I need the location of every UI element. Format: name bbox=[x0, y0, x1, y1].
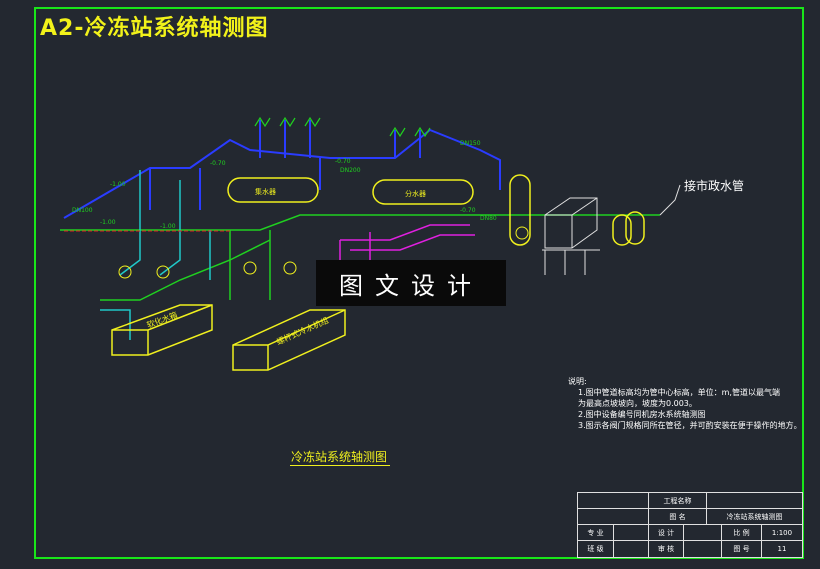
note-line: 3.图示各阀门规格同所在管径，并可酌安装在便于操作的地方。 bbox=[578, 421, 802, 430]
title-block: 工程名称 图 名 冷冻站系统轴测图 专 业 设 计 比 例 1:100 班 级 … bbox=[577, 492, 803, 558]
treatment-box-top bbox=[545, 197, 598, 216]
tb-design-label: 设 计 bbox=[648, 525, 683, 540]
softened-water-box bbox=[111, 304, 213, 356]
tb-sheet-value: 11 bbox=[761, 541, 802, 557]
drawing-name-underline bbox=[290, 465, 390, 466]
pumps bbox=[118, 226, 529, 279]
filter-tank-a bbox=[612, 214, 632, 246]
pump-3 bbox=[243, 261, 257, 275]
tb-row-drawing: 图 名 冷冻站系统轴测图 bbox=[578, 509, 802, 525]
pump-box-left-label: 软化水箱 bbox=[145, 310, 178, 330]
treatment-box bbox=[544, 197, 598, 249]
distributor-tank bbox=[372, 179, 474, 205]
tanks bbox=[227, 174, 645, 246]
note-line: 2.图中设备编号同机房水系统轴测图 bbox=[578, 410, 706, 419]
pump-4 bbox=[283, 261, 297, 275]
tb-row-project: 工程名称 bbox=[578, 493, 802, 509]
note-line: 为最高点坡坡向，坡度为0.003。 bbox=[578, 399, 697, 408]
tb-scale-label: 比 例 bbox=[721, 525, 761, 540]
tb-sheet-label: 图 号 bbox=[721, 541, 761, 557]
tb-project-value bbox=[706, 493, 802, 508]
elevation-label: DN80 bbox=[480, 215, 497, 222]
tb-review-value bbox=[683, 541, 721, 557]
pipe-cyan-a bbox=[119, 170, 141, 276]
vent-cap-b bbox=[279, 116, 296, 128]
elevation-label: -1.00 bbox=[100, 219, 116, 226]
municipal-connection bbox=[659, 184, 681, 216]
pump-2 bbox=[156, 265, 170, 279]
pump-5 bbox=[515, 226, 529, 240]
notes-heading: 说明: bbox=[568, 377, 587, 386]
collector-tank bbox=[227, 177, 319, 203]
tb-project-label: 工程名称 bbox=[648, 493, 706, 508]
return-pipes bbox=[60, 214, 660, 301]
left-tank-label: 集水器 bbox=[255, 187, 276, 196]
drawing-title: A2-冷冻站系统轴测图 bbox=[40, 16, 269, 41]
tb-scale-value: 1:100 bbox=[761, 525, 802, 540]
pipe-magenta-a bbox=[340, 224, 470, 241]
tb-drawing-value: 冷冻站系统轴测图 bbox=[706, 509, 802, 524]
elevation-label: -1.00 bbox=[110, 181, 126, 188]
drawing-name: 冷冻站系统轴测图 bbox=[291, 450, 388, 464]
treatment-unit bbox=[542, 197, 600, 275]
vent-cap-e bbox=[414, 126, 431, 138]
elevation-label: DN200 bbox=[340, 167, 361, 174]
tb-major-value bbox=[613, 525, 648, 540]
pump-1 bbox=[118, 265, 132, 279]
tb-grade-value bbox=[613, 541, 648, 557]
pipe-cyan-b bbox=[159, 180, 181, 276]
supply-pipes bbox=[63, 120, 501, 219]
note-line: 1.图中管道标高均为管中心标高，单位：m,管道以最气端 bbox=[578, 388, 780, 397]
watermark-banner: 图文设计 bbox=[316, 260, 506, 306]
elevation-label: DN150 bbox=[460, 140, 481, 147]
drawing-border bbox=[34, 7, 804, 559]
tb-design-value bbox=[683, 525, 721, 540]
tb-review-label: 审 核 bbox=[648, 541, 683, 557]
tb-grade-label: 班 级 bbox=[587, 545, 604, 553]
tb-row-grade: 班 级 审 核 图 号 11 bbox=[578, 541, 802, 557]
elevation-label: -0.70 bbox=[460, 207, 476, 214]
elevation-label: DN100 bbox=[72, 207, 93, 214]
filter-tank-b bbox=[625, 211, 645, 245]
right-tank-label: 分水器 bbox=[405, 189, 426, 198]
pipe-pump-header bbox=[100, 239, 271, 301]
equipment-boxes bbox=[111, 304, 346, 371]
tb-drawing-label: 图 名 bbox=[648, 509, 706, 524]
vent-cap-c bbox=[304, 116, 321, 128]
elevation-label: -0.70 bbox=[210, 160, 226, 167]
tb-major-label: 专 业 bbox=[587, 528, 604, 537]
tb-row-major: 专 业 设 计 比 例 1:100 bbox=[578, 525, 802, 541]
chiller-box bbox=[232, 309, 346, 371]
elevation-label: -0.70 bbox=[335, 158, 351, 165]
vent-caps bbox=[254, 116, 431, 138]
pipe-magenta-b bbox=[350, 234, 475, 251]
design-notes: 说明: 1.图中管道标高均为管中心标高，单位：m,管道以最气端 为最高点坡坡向，… bbox=[568, 376, 802, 431]
leader-line bbox=[659, 184, 681, 216]
vent-cap-d bbox=[389, 126, 406, 138]
pipe-main-supply bbox=[63, 128, 501, 219]
expansion-tank bbox=[509, 174, 531, 246]
pipe-main-return bbox=[60, 214, 660, 231]
pump-box-right-label: 螺杆式冷水机组 bbox=[275, 315, 330, 347]
outlet-pipe-label: 接市政水管 bbox=[684, 178, 744, 193]
vent-cap-a bbox=[254, 116, 271, 128]
elevation-label: -1.00 bbox=[160, 223, 176, 230]
